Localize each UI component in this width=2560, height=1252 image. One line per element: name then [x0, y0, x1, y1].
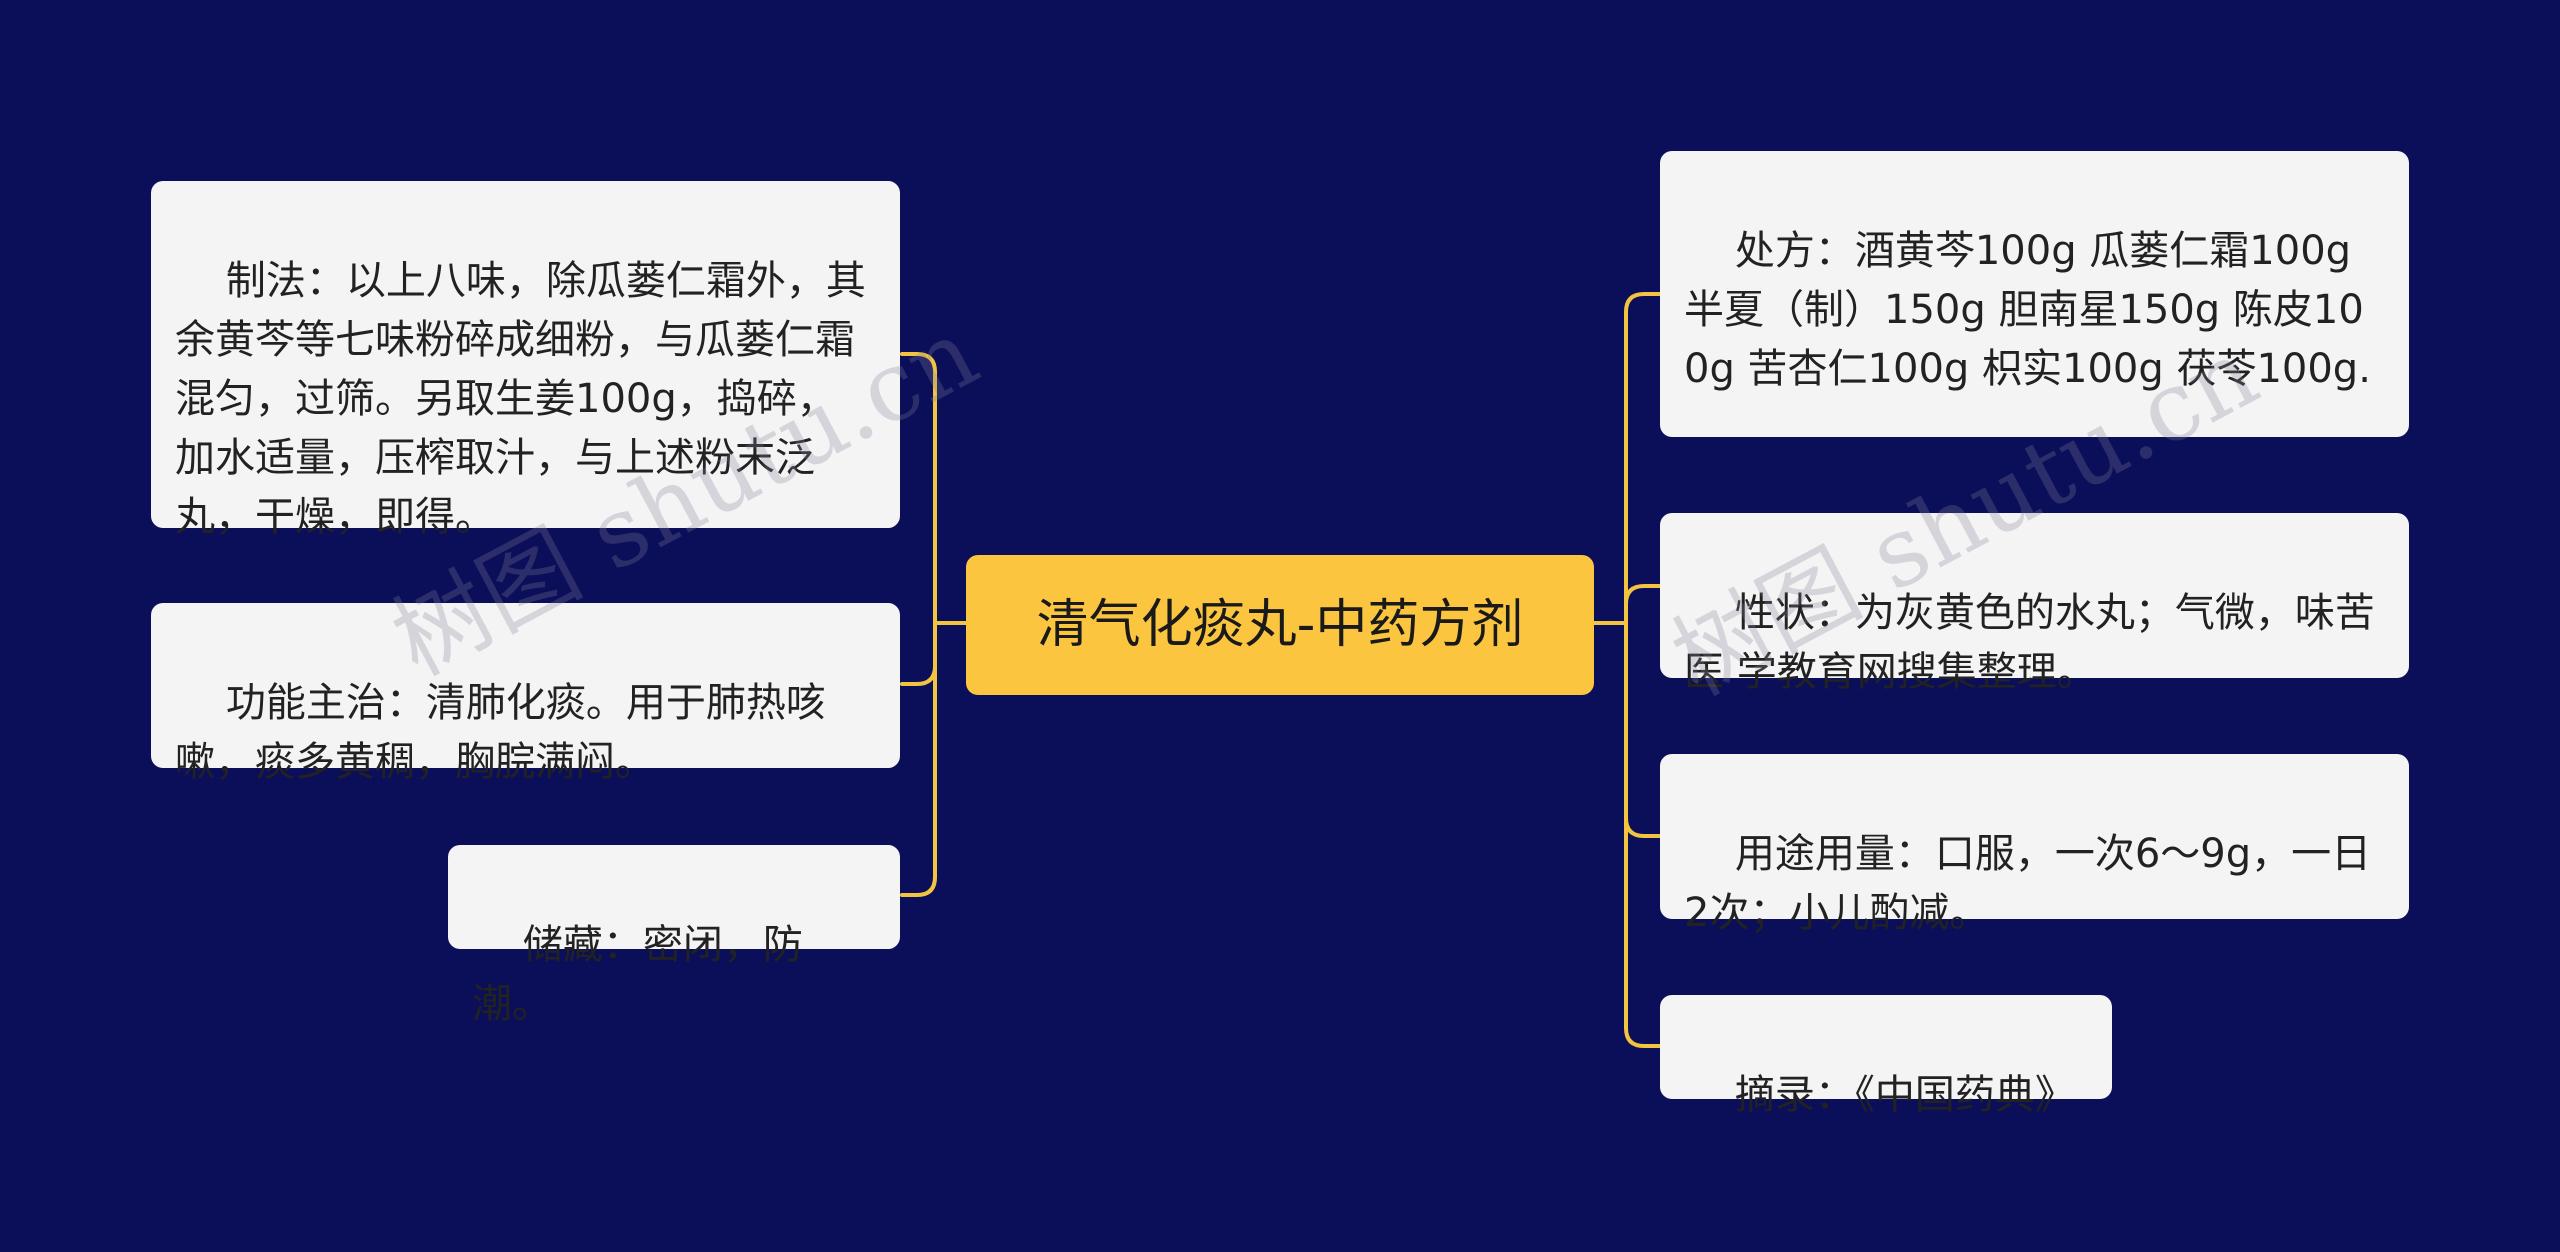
right-topic-source[interactable]: 摘录：《中国药典》: [1660, 995, 2112, 1118]
connector-left-3: [900, 875, 937, 897]
topic-text: 性状：为灰黄色的水丸；气微，味苦医 学教育网搜集整理。: [1684, 590, 2375, 695]
topic-text: 摘录：《中国药典》: [1734, 1072, 2075, 1118]
topic-text: 用途用量：口服，一次6～9g，一日2次；小儿酌减。: [1684, 831, 2372, 936]
connector-right-2: [1624, 584, 1662, 606]
left-topic-storage[interactable]: 储藏：密闭，防潮。: [448, 845, 900, 1027]
connector-left-2: [900, 664, 937, 686]
root-topic-label: 清气化痰丸-中药方剂: [1036, 595, 1524, 655]
right-topic-prescription[interactable]: 处方：酒黄芩100g 瓜蒌仁霜100g 半夏（制）150g 胆南星150g 陈皮…: [1660, 151, 2409, 437]
connector-right-1: [1624, 292, 1662, 314]
topic-text: 制法：以上八味，除瓜蒌仁霜外，其余黄芩等七味粉碎成细粉，与瓜蒌仁霜混匀，过筛。另…: [175, 258, 866, 540]
topic-text: 处方：酒黄芩100g 瓜蒌仁霜100g 半夏（制）150g 胆南星150g 陈皮…: [1684, 228, 2371, 392]
connector-right-3: [1624, 816, 1662, 838]
right-topic-usage[interactable]: 用途用量：口服，一次6～9g，一日2次；小儿酌减。: [1660, 754, 2409, 936]
root-topic[interactable]: 清气化痰丸-中药方剂: [966, 555, 1594, 695]
left-topic-preparation[interactable]: 制法：以上八味，除瓜蒌仁霜外，其余黄芩等七味粉碎成细粉，与瓜蒌仁霜混匀，过筛。另…: [151, 181, 900, 540]
right-topic-properties[interactable]: 性状：为灰黄色的水丸；气微，味苦医 学教育网搜集整理。: [1660, 513, 2409, 695]
topic-text: 储藏：密闭，防潮。: [472, 922, 803, 1027]
connector-left-1: [900, 352, 937, 374]
topic-text: 功能主治：清肺化痰。用于肺热咳嗽，痰多黄稠，胸脘满闷。: [175, 680, 826, 785]
left-topic-indications[interactable]: 功能主治：清肺化痰。用于肺热咳嗽，痰多黄稠，胸脘满闷。: [151, 603, 900, 785]
connector-right-4: [1624, 1026, 1662, 1048]
